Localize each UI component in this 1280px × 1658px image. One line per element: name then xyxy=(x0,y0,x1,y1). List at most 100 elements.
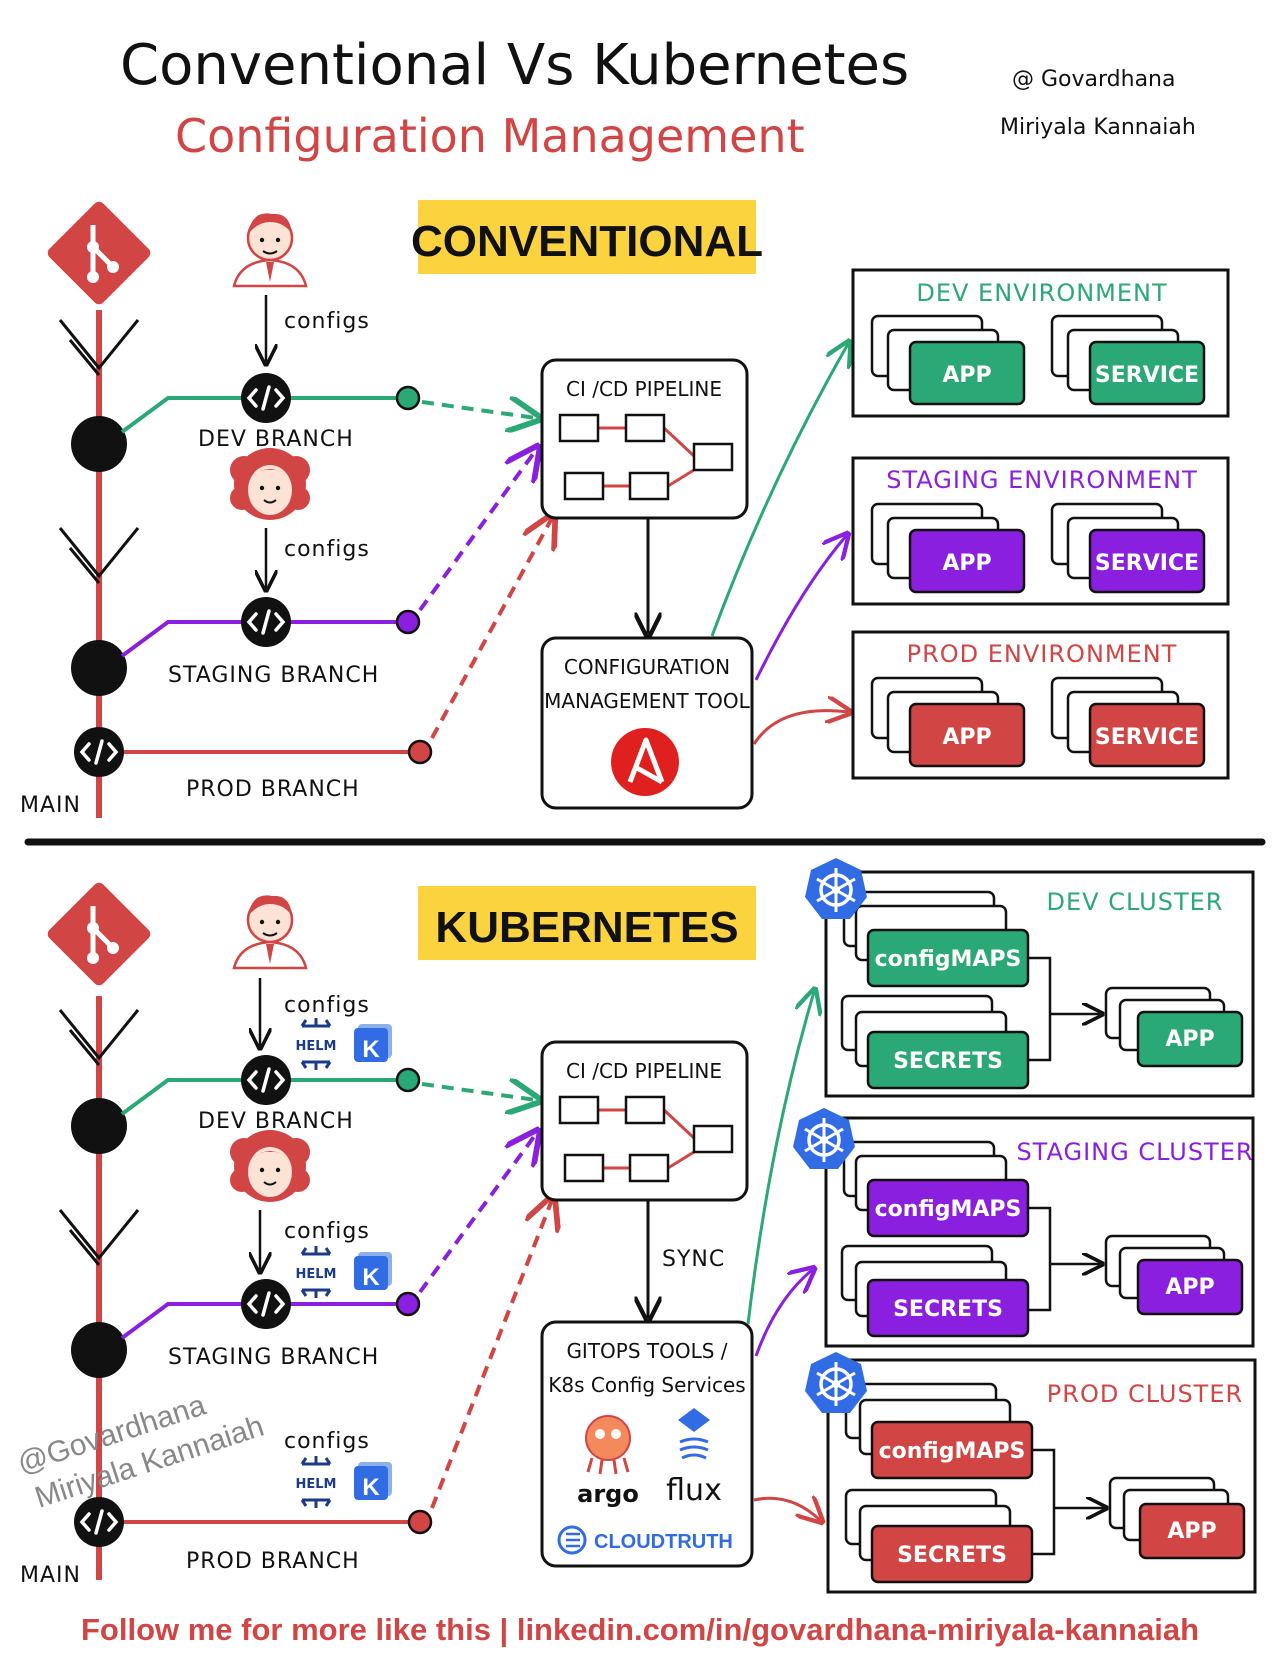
staging-branch-line xyxy=(120,1302,408,1340)
tool-to-dev-arrow xyxy=(710,344,848,637)
gitops-line2: K8s Config Services xyxy=(548,1373,745,1397)
prod-to-pipeline-arrow xyxy=(430,518,552,739)
dev-branch-label: DEV BRANCH xyxy=(198,1109,354,1134)
config-mgmt-tool-line1: CONFIGURATION xyxy=(564,655,730,679)
gitops-line1: GITOPS TOOLS / xyxy=(566,1339,727,1363)
prod-to-pipeline-arrow xyxy=(430,1200,552,1509)
prod-secrets-label: SECRETS xyxy=(897,1543,1007,1568)
dev-configmaps-label: configMAPS xyxy=(875,947,1022,972)
staging-branch-label: STAGING BRANCH xyxy=(168,663,379,688)
prod-branch-label: PROD BRANCH xyxy=(186,1549,360,1574)
page-title: Conventional Vs Kubernetes xyxy=(120,33,909,98)
flux-label: flux xyxy=(666,1473,722,1508)
developer-avatar xyxy=(229,1129,311,1203)
cicd-pipeline-label: CI /CD PIPELINE xyxy=(566,377,722,401)
main-label: MAIN xyxy=(20,1563,81,1588)
pipeline-stages-icon xyxy=(558,1095,734,1183)
developer-avatar xyxy=(229,447,311,521)
conventional-banner-label: CONVENTIONAL xyxy=(411,217,763,266)
staging-cluster-label: STAGING CLUSTER xyxy=(1016,1138,1253,1166)
code-icon xyxy=(239,1277,293,1331)
gitops-to-dev-arrow xyxy=(746,992,814,1325)
staging-configmaps-label: configMAPS xyxy=(875,1197,1022,1222)
kustomize-label: K xyxy=(362,1264,380,1291)
dev-branch-end xyxy=(395,1067,421,1093)
helm-label: HELM xyxy=(296,1477,337,1492)
git-icon xyxy=(45,199,152,306)
dev-cluster: DEV CLUSTER configMAPS SECRETS APP xyxy=(803,856,1255,1098)
dev-secrets-label: SECRETS xyxy=(893,1049,1003,1074)
prod-environment-label: PROD ENVIRONMENT xyxy=(907,640,1178,668)
developer-avatar xyxy=(232,894,308,970)
dev-environment: DEV ENVIRONMENT APP SERVICE xyxy=(851,268,1230,418)
flux-icon xyxy=(678,1408,710,1460)
prod-branch-end xyxy=(407,1509,433,1535)
config-mgmt-tool-box xyxy=(540,636,754,810)
dev-app-label: APP xyxy=(942,363,991,388)
helm-label: HELM xyxy=(296,1039,337,1054)
dev-cluster-label: DEV CLUSTER xyxy=(1047,888,1224,916)
configs-label: configs xyxy=(284,309,370,334)
kubernetes-banner xyxy=(418,886,756,960)
staging-cluster: STAGING CLUSTER configMAPS SECRETS APP xyxy=(791,1106,1255,1348)
main-label: MAIN xyxy=(20,793,81,818)
staging-environment-label: STAGING ENVIRONMENT xyxy=(886,466,1198,494)
staging-app-label: APP xyxy=(942,551,991,576)
prod-cluster: PROD CLUSTER configMAPS SECRETS APP xyxy=(803,1350,1257,1594)
kubernetes-banner-label: KUBERNETES xyxy=(435,903,738,952)
staging-branch-label: STAGING BRANCH xyxy=(168,1345,379,1370)
code-icon xyxy=(239,1053,293,1107)
dev-to-pipeline-arrow xyxy=(421,402,536,418)
conventional-section: CONVENTIONAL DEV BRANCH configs STAGING … xyxy=(20,199,1230,818)
dev-service-label: SERVICE xyxy=(1095,363,1199,388)
gitops-to-prod-arrow xyxy=(753,1498,820,1520)
main-code-icon xyxy=(72,1495,126,1549)
gitops-to-staging-arrow xyxy=(754,1270,812,1357)
cloudtruth-label: CLOUDTRUTH xyxy=(594,1531,733,1553)
developer-avatar xyxy=(232,212,308,288)
ansible-icon xyxy=(611,728,679,796)
kubernetes-section: KUBERNETES DEV BRANCH configs HELM K STA… xyxy=(20,856,1257,1594)
staging-branch-node xyxy=(71,1322,127,1378)
pipeline-stages-icon xyxy=(558,413,734,501)
kustomize-label: K xyxy=(362,1474,380,1501)
dev-branch-node xyxy=(71,1098,127,1154)
prod-app-label: APP xyxy=(942,725,991,750)
staging-branch-node xyxy=(71,640,127,696)
dev-branch-line xyxy=(120,396,408,434)
author-line1: @ Govardhana xyxy=(1012,67,1175,92)
prod-app-label: APP xyxy=(1167,1519,1216,1544)
configs-label: configs xyxy=(284,1219,370,1244)
conventional-banner xyxy=(418,200,756,274)
prod-branch-label: PROD BRANCH xyxy=(186,777,360,802)
merge-chevron-icon xyxy=(58,319,140,376)
cicd-pipeline-label: CI /CD PIPELINE xyxy=(566,1059,722,1083)
watermark: @Govardhana Miriyala Kannaiah xyxy=(14,1389,268,1515)
staging-secrets-label: SECRETS xyxy=(893,1297,1003,1322)
cloudtruth-icon xyxy=(557,1525,587,1555)
argo-icon xyxy=(585,1415,631,1475)
kustomize-label: K xyxy=(362,1036,380,1063)
argo-label: argo xyxy=(577,1480,639,1508)
footer-link[interactable]: Follow me for more like this | linkedin.… xyxy=(81,1612,1199,1647)
author-line2: Miriyala Kannaiah xyxy=(1000,115,1196,140)
code-icon xyxy=(239,371,293,425)
git-icon xyxy=(45,880,152,987)
tool-to-staging-arrow xyxy=(754,536,846,681)
staging-branch-end xyxy=(395,1291,421,1317)
prod-environment: PROD ENVIRONMENT APP SERVICE xyxy=(851,630,1230,780)
staging-to-pipeline-arrow xyxy=(418,450,536,612)
dev-app-label: APP xyxy=(1165,1027,1214,1052)
code-icon xyxy=(239,595,293,649)
dev-branch-label: DEV BRANCH xyxy=(198,427,354,452)
prod-cluster-label: PROD CLUSTER xyxy=(1047,1380,1243,1408)
dev-branch-node xyxy=(71,416,127,472)
dev-branch-end xyxy=(395,385,421,411)
prod-branch-end xyxy=(407,739,433,765)
staging-environment: STAGING ENVIRONMENT APP SERVICE xyxy=(851,456,1230,606)
merge-chevron-icon xyxy=(58,1209,140,1266)
staging-branch-line xyxy=(120,620,408,658)
tool-to-prod-arrow xyxy=(752,711,848,745)
configs-label: configs xyxy=(284,537,370,562)
sync-label: SYNC xyxy=(662,1247,725,1272)
